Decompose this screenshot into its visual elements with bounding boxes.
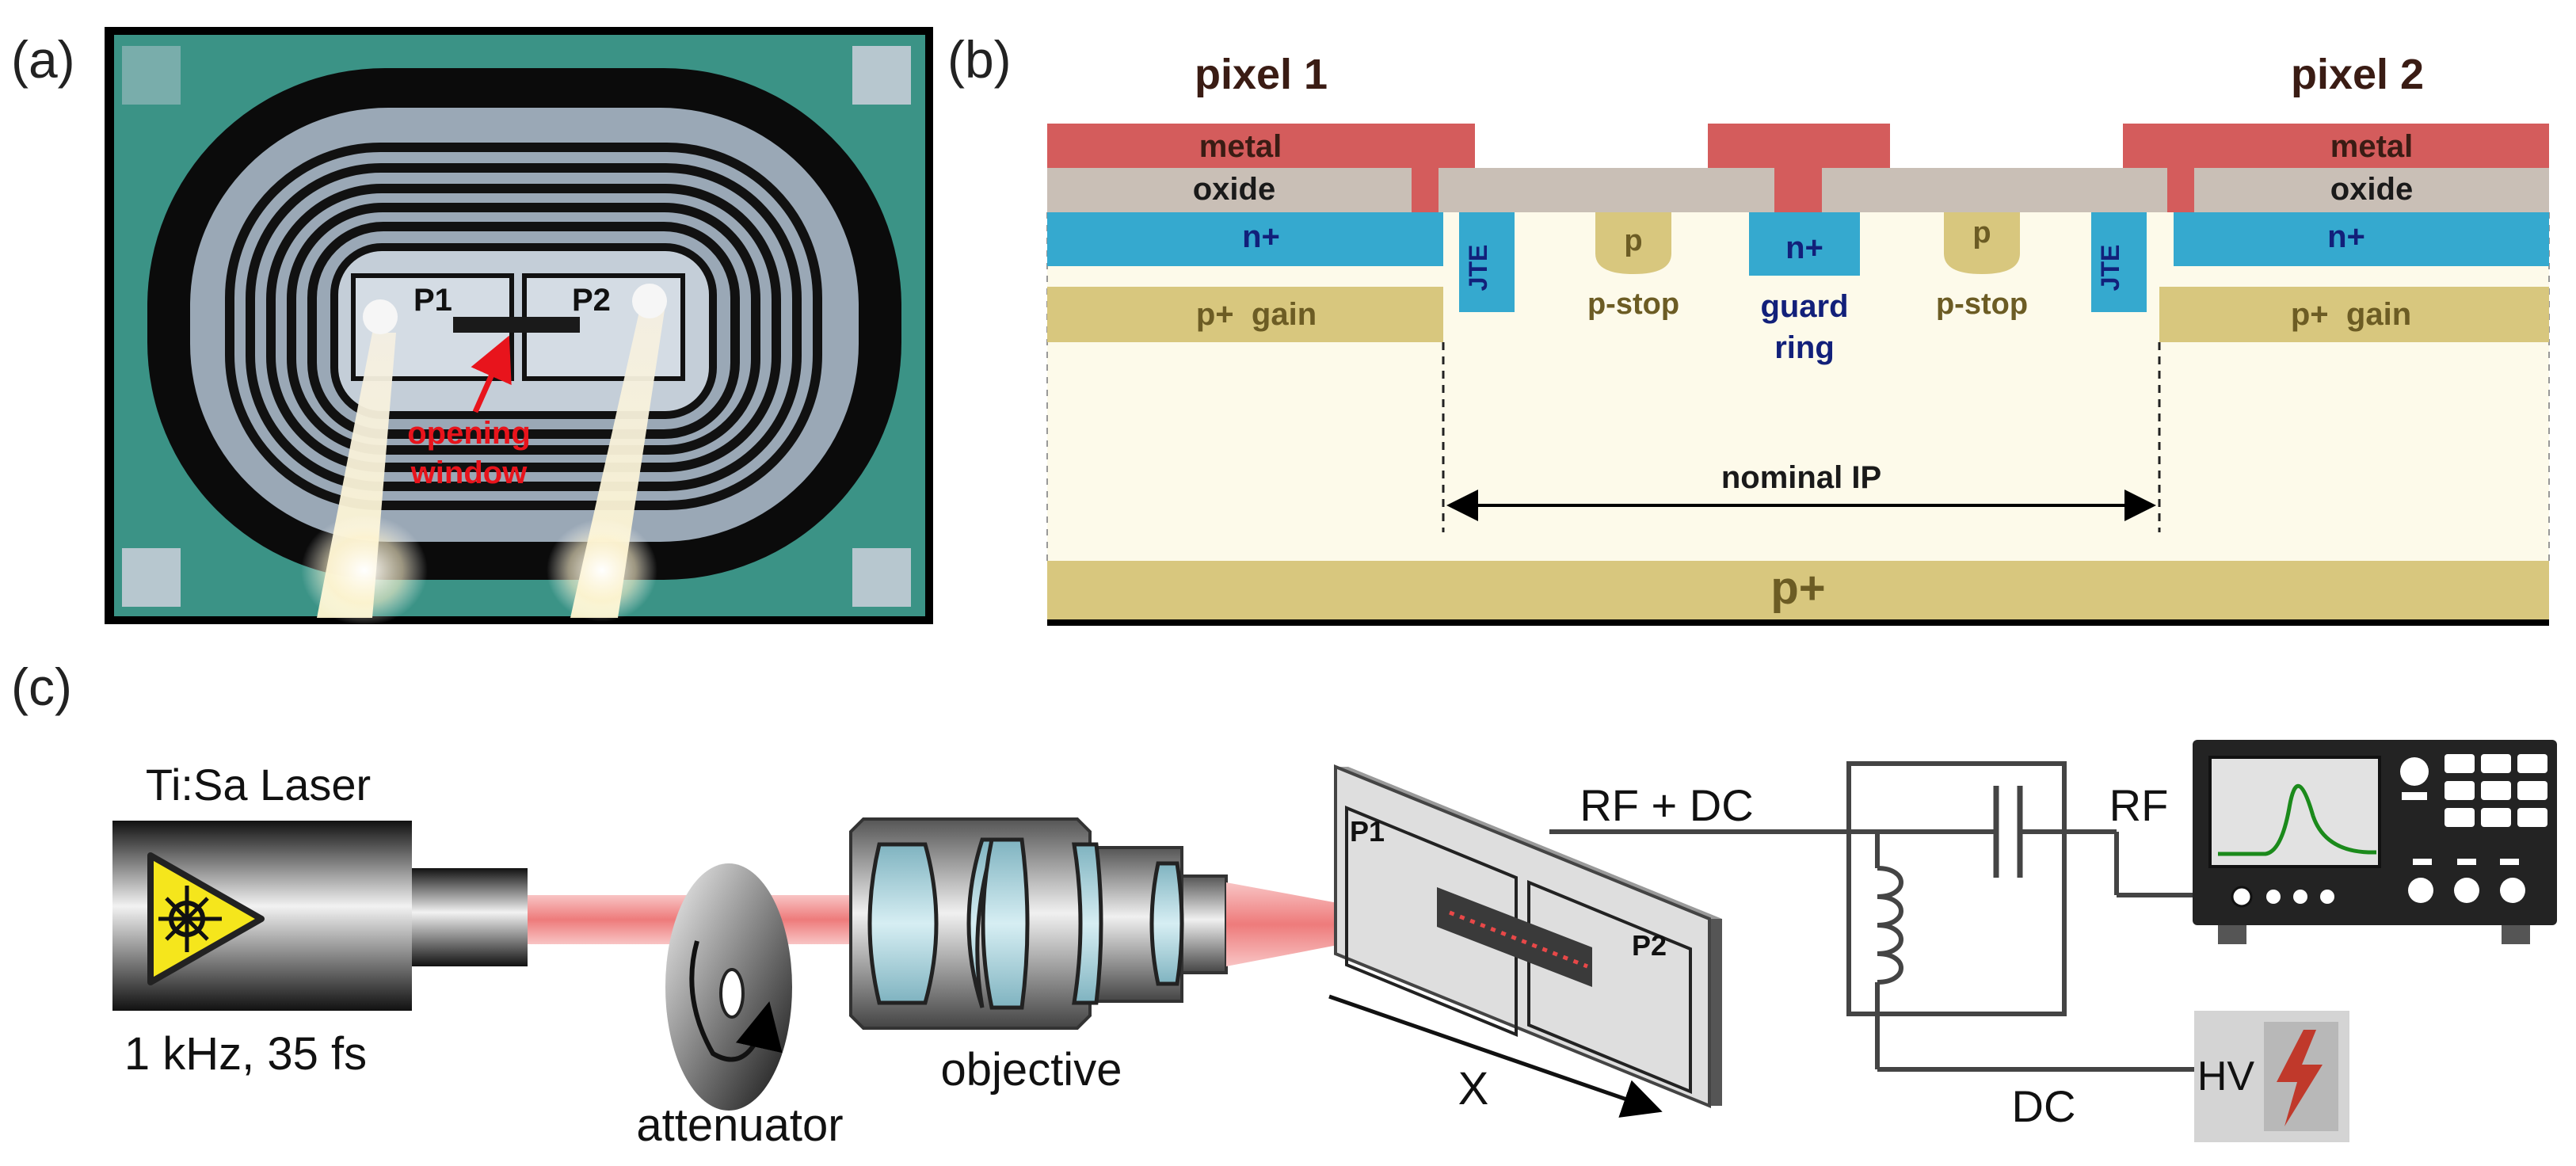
inductor-icon [1877, 866, 1903, 985]
opening-window-arrow [471, 335, 512, 413]
guard-ring-label-line1: guard [1760, 289, 1848, 324]
panel-label-b: (b) [947, 30, 1012, 89]
laser-title: Ti:Sa Laser [146, 760, 371, 810]
capacitor-icon [1993, 786, 2023, 878]
panel-a-micrograph: P1 P2 opening window [105, 27, 933, 626]
bias-tee-circuit [1549, 761, 2227, 1072]
p-stop-label-right: p-stop [1936, 288, 2028, 321]
oxide-center-right [1822, 168, 2167, 212]
panel-b-cross-section: p+ pixel 1 pixel 2 metal metal oxide [1046, 51, 2550, 626]
oscilloscope-icon [2193, 740, 2557, 944]
gain-label-right: p+ gain [2291, 297, 2411, 332]
n-plus-label-right: n+ [2327, 219, 2365, 254]
oxide-right [2194, 168, 2549, 212]
rf-dc-label: RF + DC [1580, 780, 1753, 830]
annotation-window: window [410, 455, 528, 490]
p-label-left: p [1624, 224, 1642, 257]
guard-ring-implant [1749, 212, 1860, 276]
p-stop-right [1944, 212, 2020, 274]
annotation-opening: opening [407, 416, 531, 451]
jte-label-right: JTE [2096, 245, 2124, 292]
oxide-center-left [1439, 168, 1774, 212]
pixel-2-label: pixel 2 [2291, 51, 2424, 98]
jte-label-left: JTE [1464, 245, 1492, 292]
p-stop-label-left: p-stop [1587, 288, 1679, 321]
attenuator-label: attenuator [636, 1099, 843, 1151]
x-label: X [1458, 1063, 1489, 1115]
panel-label-c: (c) [11, 657, 72, 716]
x-scan-arrow [1328, 994, 1663, 1118]
panel-label-a: (a) [11, 30, 75, 89]
jte-left [1459, 212, 1515, 312]
p-stop-left [1595, 212, 1671, 274]
gain-layer-left [1047, 287, 1443, 342]
p-label-right: p [1972, 216, 1991, 250]
jte-right [2091, 212, 2147, 312]
n-plus-label-left: n+ [1242, 219, 1280, 254]
p-plus-substrate [1047, 561, 2549, 623]
corner-pad [852, 548, 911, 607]
gain-layer-right [2159, 287, 2549, 342]
objective-label: objective [941, 1044, 1122, 1096]
objective-lens [849, 817, 1228, 1030]
attenuator-wheel [665, 863, 792, 1111]
pad-label-p1: P1 [413, 283, 452, 318]
metal-right [2123, 124, 2549, 168]
oxide-label-left: oxide [1193, 172, 1275, 207]
metal-label-left: metal [1199, 129, 1282, 164]
dc-label: DC [2012, 1081, 2076, 1131]
opening-window-bar [453, 317, 580, 333]
laser-nozzle [412, 868, 528, 966]
hv-label: HV [2197, 1054, 2255, 1099]
sample-p1-label: P1 [1350, 815, 1385, 848]
oxide-label-right: oxide [2330, 172, 2413, 207]
n-plus-label-center: n+ [1785, 231, 1823, 265]
gain-label-left: p+ gain [1196, 297, 1317, 332]
pixel-1-label: pixel 1 [1195, 51, 1328, 98]
nominal-ip-label: nominal IP [1721, 460, 1881, 495]
laser-params: 1 kHz, 35 fs [124, 1028, 367, 1080]
substrate-label: p+ [1770, 562, 1825, 614]
guard-ring-label-line2: ring [1774, 330, 1835, 365]
sample-p2-label: P2 [1632, 929, 1667, 962]
sample-device: P1 P2 [1334, 764, 1722, 1108]
corner-pad [852, 46, 911, 105]
metal-guard [1708, 124, 1890, 168]
panel-c-setup: Ti:Sa Laser 1 kHz, 35 fs attenuator [112, 740, 2557, 1151]
rf-label: RF [2109, 780, 2169, 830]
corner-pad [122, 46, 181, 105]
corner-pad [122, 548, 181, 607]
oxide-left [1047, 168, 1412, 212]
metal-label-right: metal [2330, 129, 2414, 164]
high-voltage-icon: HV [2194, 1011, 2349, 1142]
laser-warning-icon [147, 852, 265, 985]
pad-label-p2: P2 [572, 283, 611, 318]
metal-left [1047, 124, 1475, 168]
